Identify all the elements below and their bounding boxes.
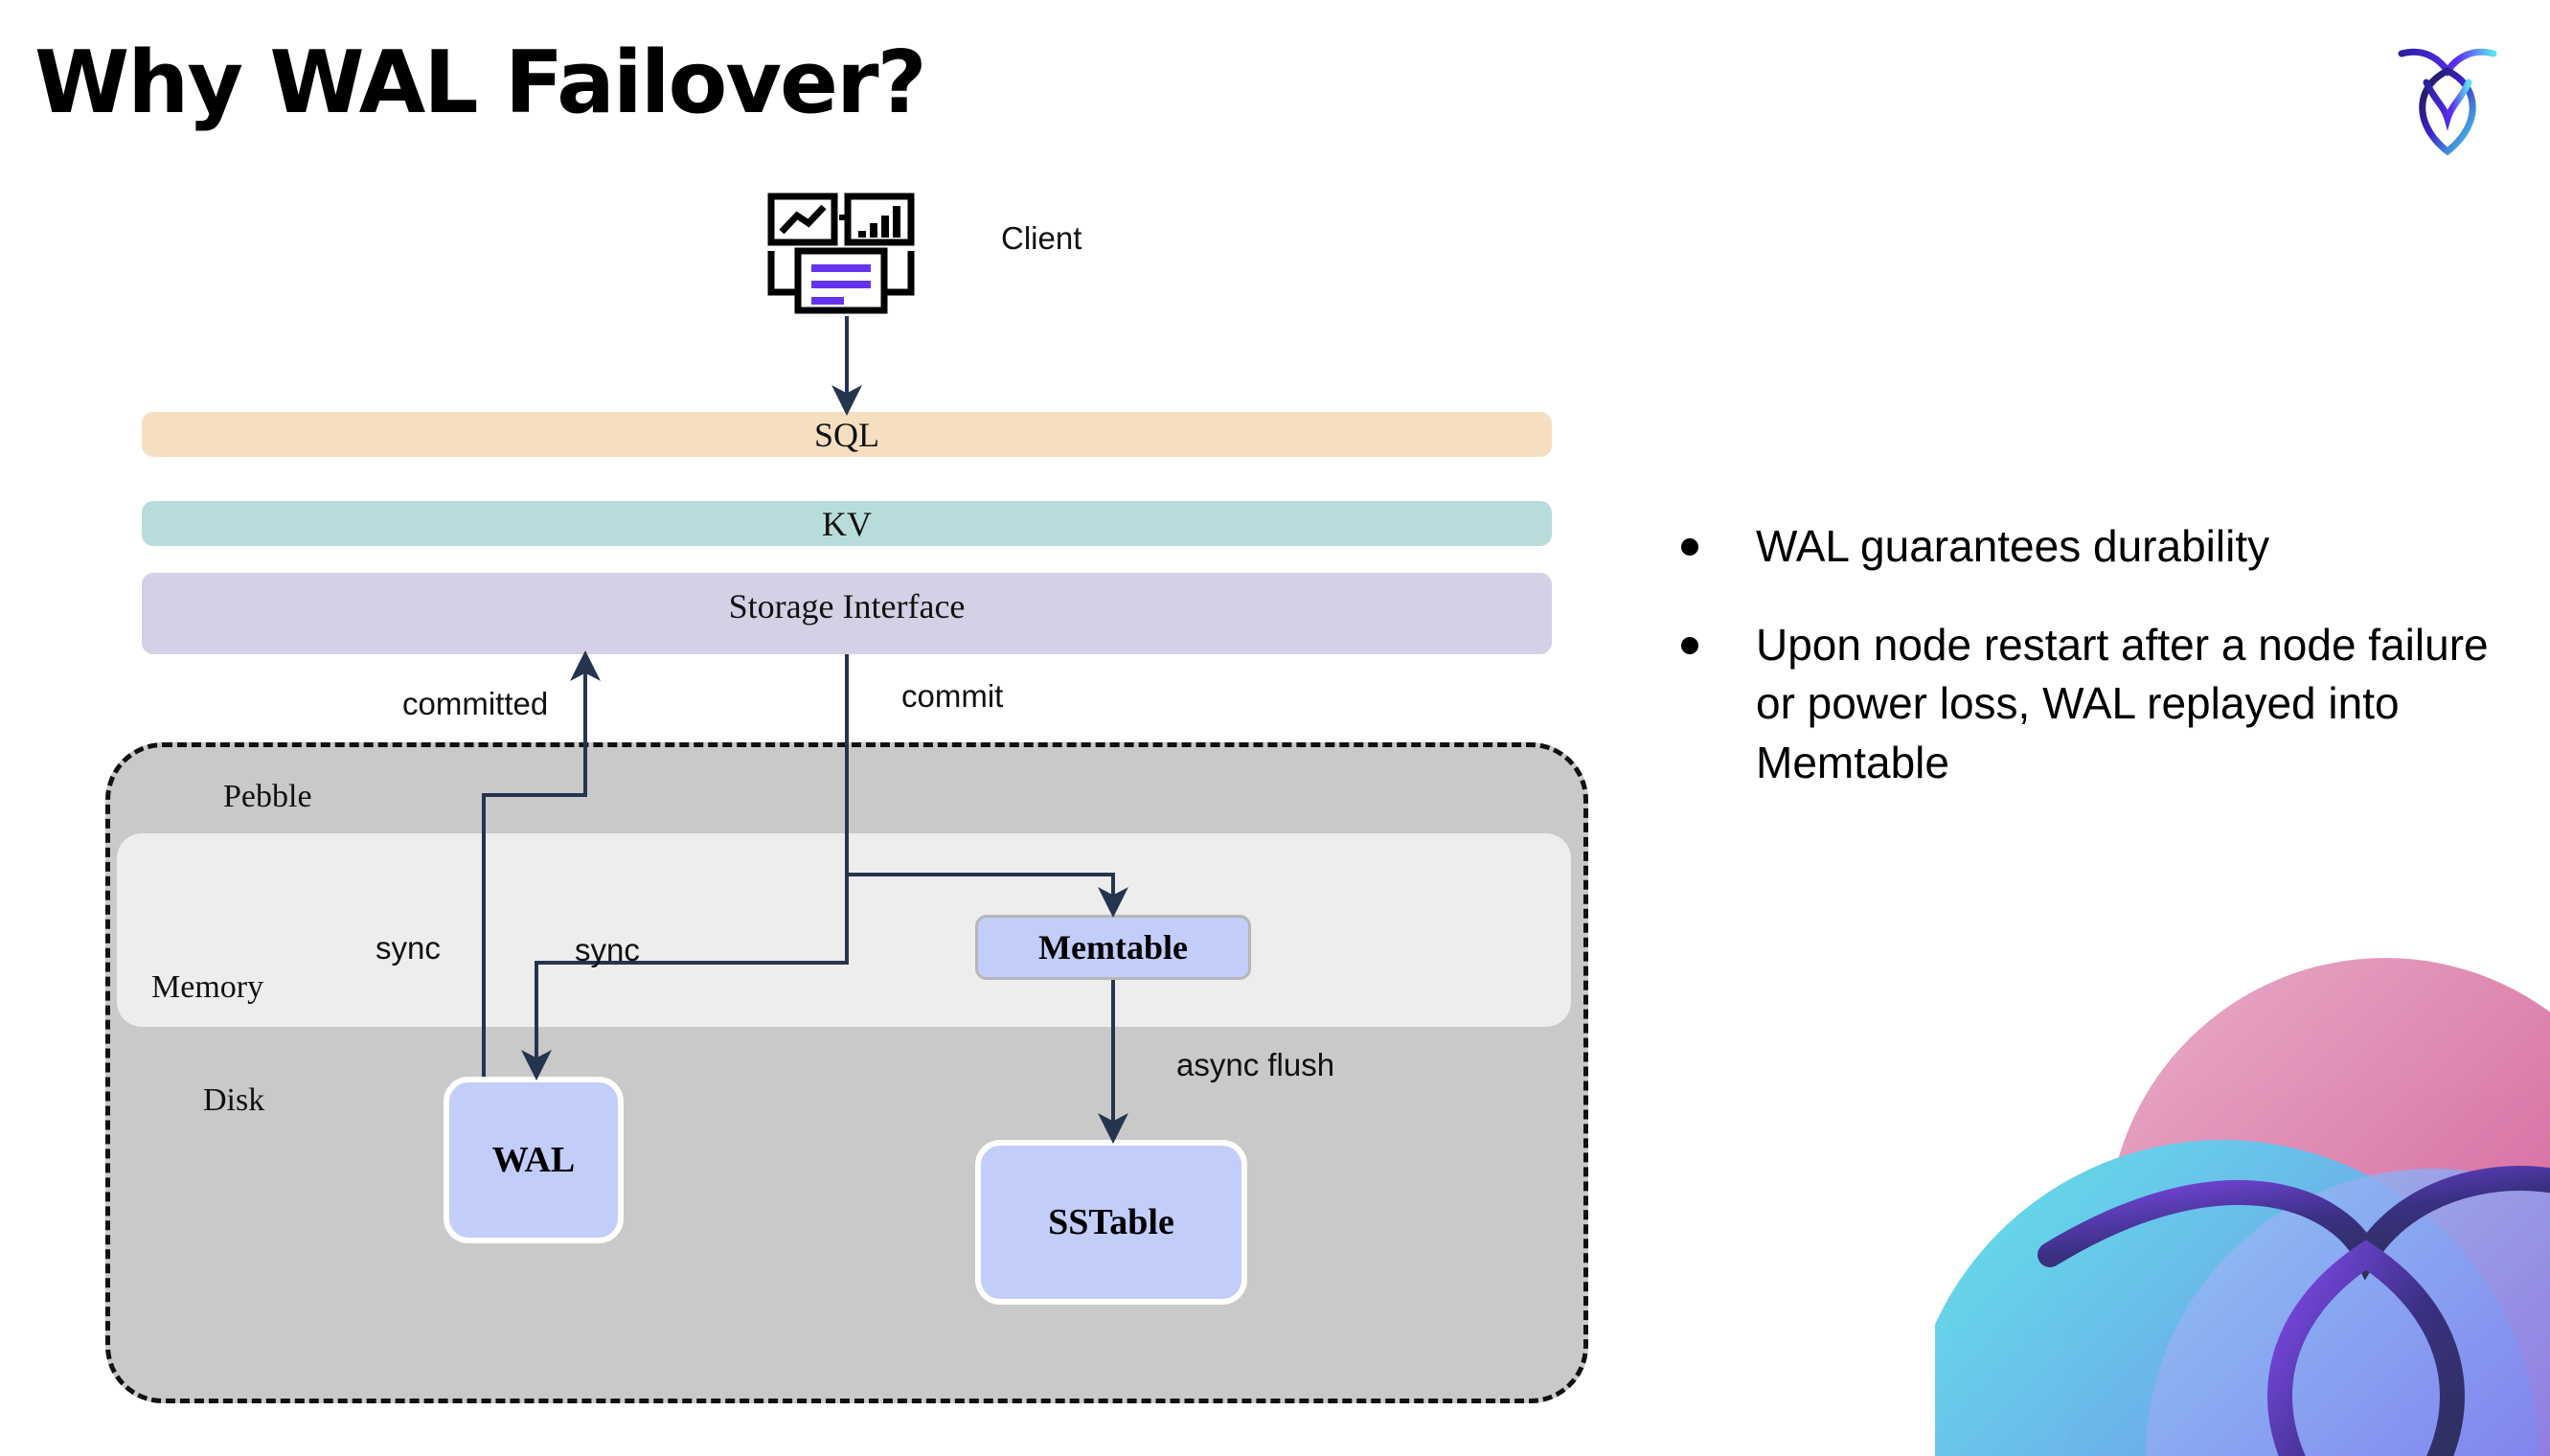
layer-bar-storage-label: Storage Interface — [728, 586, 966, 626]
bullet-dot-icon — [1681, 538, 1698, 556]
architecture-diagram: Pebble Memory Disk SQL KV Storage Interf… — [105, 192, 1588, 1403]
edge-label-sync-storage-wal: sync — [376, 930, 441, 966]
memory-region — [117, 833, 1571, 1027]
client-dashboard-icon — [766, 192, 920, 316]
edge-label-committed: committed — [402, 686, 549, 721]
edge-label-sync-memtable-wal: sync — [575, 932, 640, 967]
cockroachdb-watermark-icon — [1935, 920, 2550, 1456]
client-label: Client — [1001, 220, 1082, 256]
bullet-text: WAL guarantees durability — [1756, 521, 2270, 571]
node-wal[interactable]: WAL — [444, 1077, 624, 1243]
edge-label-async-flush: async flush — [1176, 1047, 1335, 1082]
layer-bar-storage[interactable]: Storage Interface — [142, 573, 1552, 654]
region-label-disk: Disk — [203, 1082, 265, 1118]
bullet-list: WAL guarantees durability Upon node rest… — [1681, 517, 2505, 832]
node-sstable-label: SSTable — [1048, 1202, 1174, 1242]
node-memtable-label: Memtable — [1038, 928, 1188, 967]
cockroachdb-logo-icon — [2390, 36, 2505, 161]
region-label-memory: Memory — [151, 969, 264, 1005]
region-label-pebble: Pebble — [223, 779, 312, 814]
node-wal-label: WAL — [491, 1140, 576, 1180]
layer-bar-kv-label: KV — [822, 504, 872, 543]
connector-arrows — [482, 316, 1128, 1144]
node-sstable[interactable]: SSTable — [975, 1140, 1247, 1305]
list-item: Upon node restart after a node failure o… — [1681, 616, 2505, 792]
layer-bar-sql-label: SQL — [813, 415, 879, 454]
bullet-text: Upon node restart after a node failure o… — [1756, 620, 2489, 787]
node-memtable[interactable]: Memtable — [975, 915, 1251, 980]
layer-bar-kv[interactable]: KV — [142, 501, 1552, 546]
edge-label-commit: commit — [901, 678, 1004, 714]
bullet-dot-icon — [1681, 637, 1698, 655]
list-item: WAL guarantees durability — [1681, 517, 2505, 576]
layer-bar-sql[interactable]: SQL — [142, 412, 1552, 457]
page-title: Why WAL Failover? — [34, 33, 927, 133]
